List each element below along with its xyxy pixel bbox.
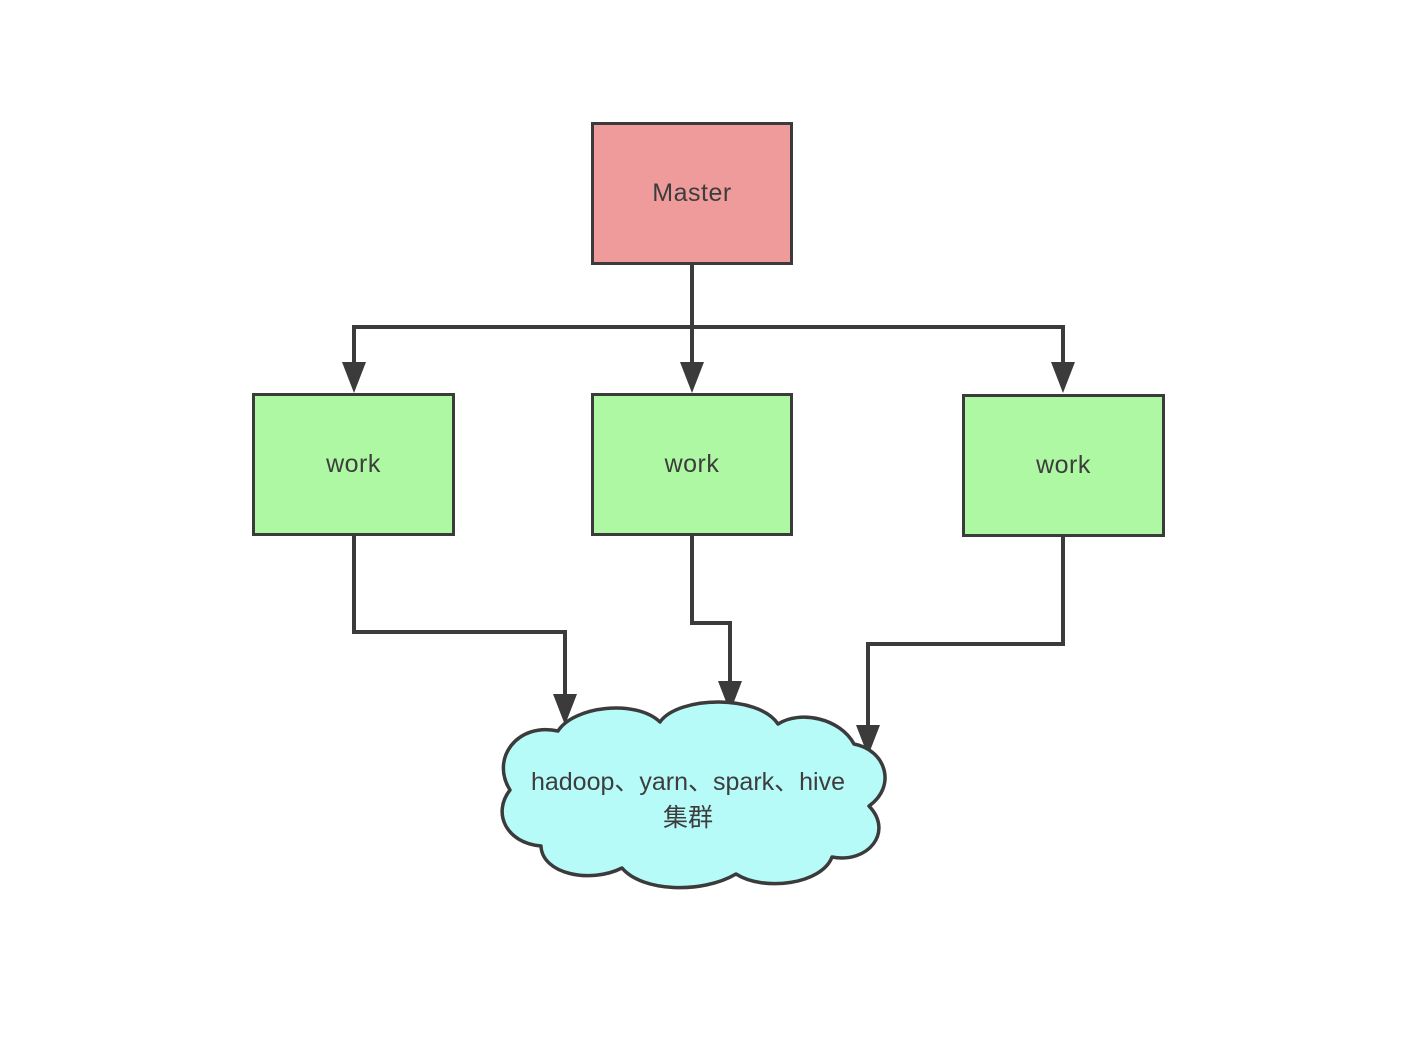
worker-label-3: work (1036, 451, 1091, 479)
cluster-cloud-shape[interactable] (500, 700, 887, 890)
worker-label-2: work (664, 450, 720, 478)
arrowhead-worker-3 (1051, 362, 1075, 393)
edge-worker-2-to-cluster (690, 536, 732, 685)
master-label: Master (652, 179, 732, 207)
master-node[interactable]: Master (591, 122, 793, 265)
arrowhead-cluster-right (856, 725, 880, 756)
arrowhead-worker-1 (342, 362, 366, 393)
worker-node-1[interactable]: work (252, 393, 455, 536)
edge-worker-3-to-cluster (866, 537, 1065, 729)
edge-master-to-worker-1 (352, 264, 694, 366)
arrowhead-worker-2 (680, 362, 704, 393)
worker-node-3[interactable]: work (962, 394, 1165, 537)
edge-master-to-worker-3 (692, 325, 1065, 366)
arrowhead-cluster-middle (718, 681, 742, 712)
edge-worker-1-to-cluster (352, 536, 567, 698)
arrowhead-cluster-left (553, 694, 577, 725)
worker-node-2[interactable]: work (591, 393, 793, 536)
worker-label-1: work (326, 450, 381, 478)
